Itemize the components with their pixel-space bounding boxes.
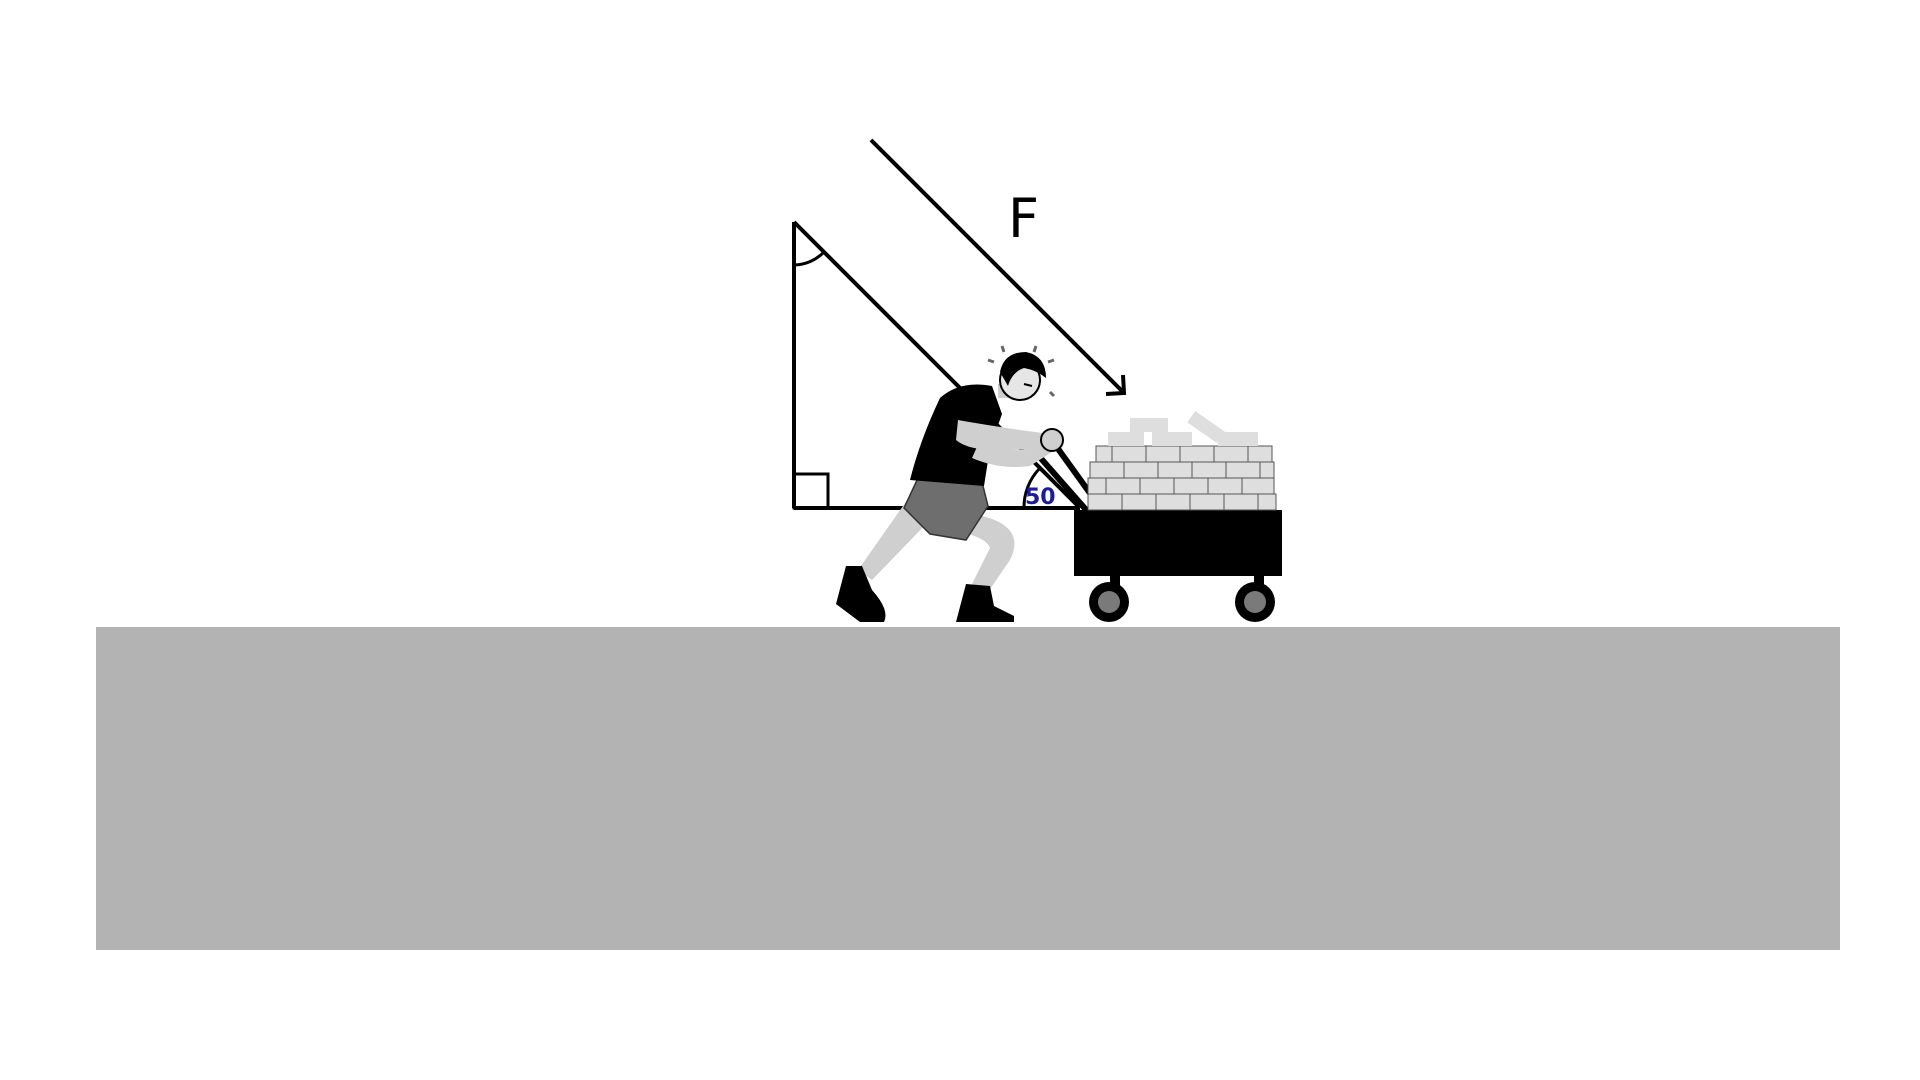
angle-label: 50 xyxy=(1025,485,1056,510)
force-label: F xyxy=(1008,187,1039,250)
back-boot xyxy=(836,566,886,622)
brick-pile xyxy=(1087,410,1277,511)
ground xyxy=(96,627,1840,950)
right-angle-marker xyxy=(792,472,830,510)
sweat-drops-icon xyxy=(1000,345,1006,353)
hair xyxy=(1000,352,1046,386)
cart xyxy=(1027,444,1282,622)
worker-figure xyxy=(836,345,1064,622)
arrowhead-icon xyxy=(1105,374,1127,396)
force-triangle xyxy=(792,220,1082,510)
hand xyxy=(1040,428,1064,452)
cart-body xyxy=(1074,510,1282,576)
top-angle-arc xyxy=(793,250,826,267)
force-arrow xyxy=(869,138,1127,396)
front-boot xyxy=(956,584,1014,622)
bottom-angle-arc xyxy=(1022,466,1042,509)
